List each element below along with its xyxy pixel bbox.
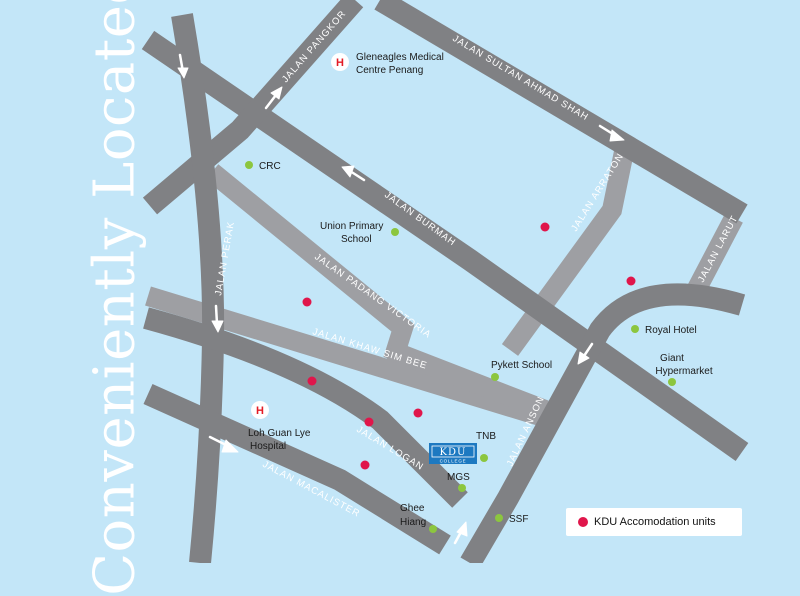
marker-royal-hotel <box>631 325 639 333</box>
legend: KDU Accomodation units <box>566 508 742 536</box>
accommodation-marker <box>302 297 312 307</box>
label-union-line2: School <box>341 234 372 245</box>
road-jalan-anson <box>460 283 746 563</box>
label-jalan-pangkor: JALAN PANGKOR <box>280 8 349 85</box>
arrow-down-icon <box>211 304 224 333</box>
marker-tnb <box>480 454 488 462</box>
marker-mgs <box>458 484 466 492</box>
road-jalan-logan <box>143 307 468 508</box>
legend-label: KDU Accomodation units <box>594 516 716 528</box>
svg-text:KDU: KDU <box>440 447 467 458</box>
kdu-college-logo: KDU COLLEGE <box>429 443 477 464</box>
label-crc: CRC <box>259 161 281 172</box>
arrow-up-icon <box>264 86 283 110</box>
hospital-icon: H <box>251 401 269 419</box>
label-gleneagles-line2: Centre Penang <box>356 65 423 76</box>
marker-crc <box>245 161 253 169</box>
label-tnb: TNB <box>476 431 496 442</box>
hospital-icon: H <box>331 53 349 71</box>
accommodation-marker <box>364 417 374 427</box>
accommodation-marker <box>413 408 423 418</box>
accommodation-marker <box>540 222 550 232</box>
road-jalan-pangkor <box>142 0 364 215</box>
road-jalan-macalister <box>143 383 451 555</box>
road-jalan-perak <box>171 13 225 563</box>
direction-arrows <box>177 53 625 545</box>
label-loh-line1: Loh Guan Lye <box>248 428 311 439</box>
road-connector-pykett <box>386 340 549 420</box>
label-giant-line2: Hypermarket <box>655 366 712 377</box>
label-ghee-line2: Hiang <box>400 517 426 528</box>
arrow-up-icon <box>453 521 468 545</box>
marker-union-primary-school <box>391 228 399 236</box>
svg-text:COLLEGE: COLLEGE <box>440 459 467 464</box>
label-pykett-school: Pykett School <box>491 360 552 371</box>
svg-text:H: H <box>256 405 264 417</box>
map-stage: JALAN PANGKOR JALAN SULTAN AHMAD SHAH JA… <box>83 0 749 596</box>
svg-text:H: H <box>336 57 344 69</box>
label-mgs: MGS <box>447 472 470 483</box>
major-roads <box>141 0 749 563</box>
label-gleneagles-line1: Gleneagles Medical <box>356 52 444 63</box>
arrow-right-icon <box>208 435 239 453</box>
arrow-down-icon <box>177 53 189 79</box>
label-giant-line1: Giant <box>660 353 684 364</box>
label-jalan-larut: JALAN LARUT <box>696 214 741 285</box>
arrow-left-icon <box>341 165 366 182</box>
marker-ssf <box>495 514 503 522</box>
accommodation-marker <box>307 376 317 386</box>
marker-pykett-school <box>491 373 499 381</box>
accommodation-marker <box>360 460 370 470</box>
map-title: Conveniently Located <box>82 0 148 596</box>
label-ssf: SSF <box>509 514 528 525</box>
label-loh-line2: Hospital <box>250 441 286 452</box>
road-jalan-sultan-ahmad-shah <box>374 0 748 224</box>
label-royal-hotel: Royal Hotel <box>645 325 697 336</box>
label-jalan-padang-victoria: JALAN PADANG VICTORIA <box>312 251 433 340</box>
road-jalan-larut <box>683 213 743 303</box>
marker-giant-hypermarket <box>668 378 676 386</box>
street-map: JALAN PANGKOR JALAN SULTAN AHMAD SHAH JA… <box>141 0 749 563</box>
accommodation-legend-marker <box>578 517 588 527</box>
marker-ghee-hiang <box>429 525 437 533</box>
label-union-line1: Union Primary <box>320 221 383 232</box>
arrow-right-icon <box>598 124 625 142</box>
accommodation-marker <box>626 276 636 286</box>
label-jalan-sultan-ahmad-shah: JALAN SULTAN AHMAD SHAH <box>450 33 590 123</box>
kdu-accommodation-markers <box>302 222 636 470</box>
landmark-markers <box>245 161 676 533</box>
arrow-down-icon <box>577 342 594 365</box>
label-ghee-line1: Ghee <box>400 503 425 514</box>
